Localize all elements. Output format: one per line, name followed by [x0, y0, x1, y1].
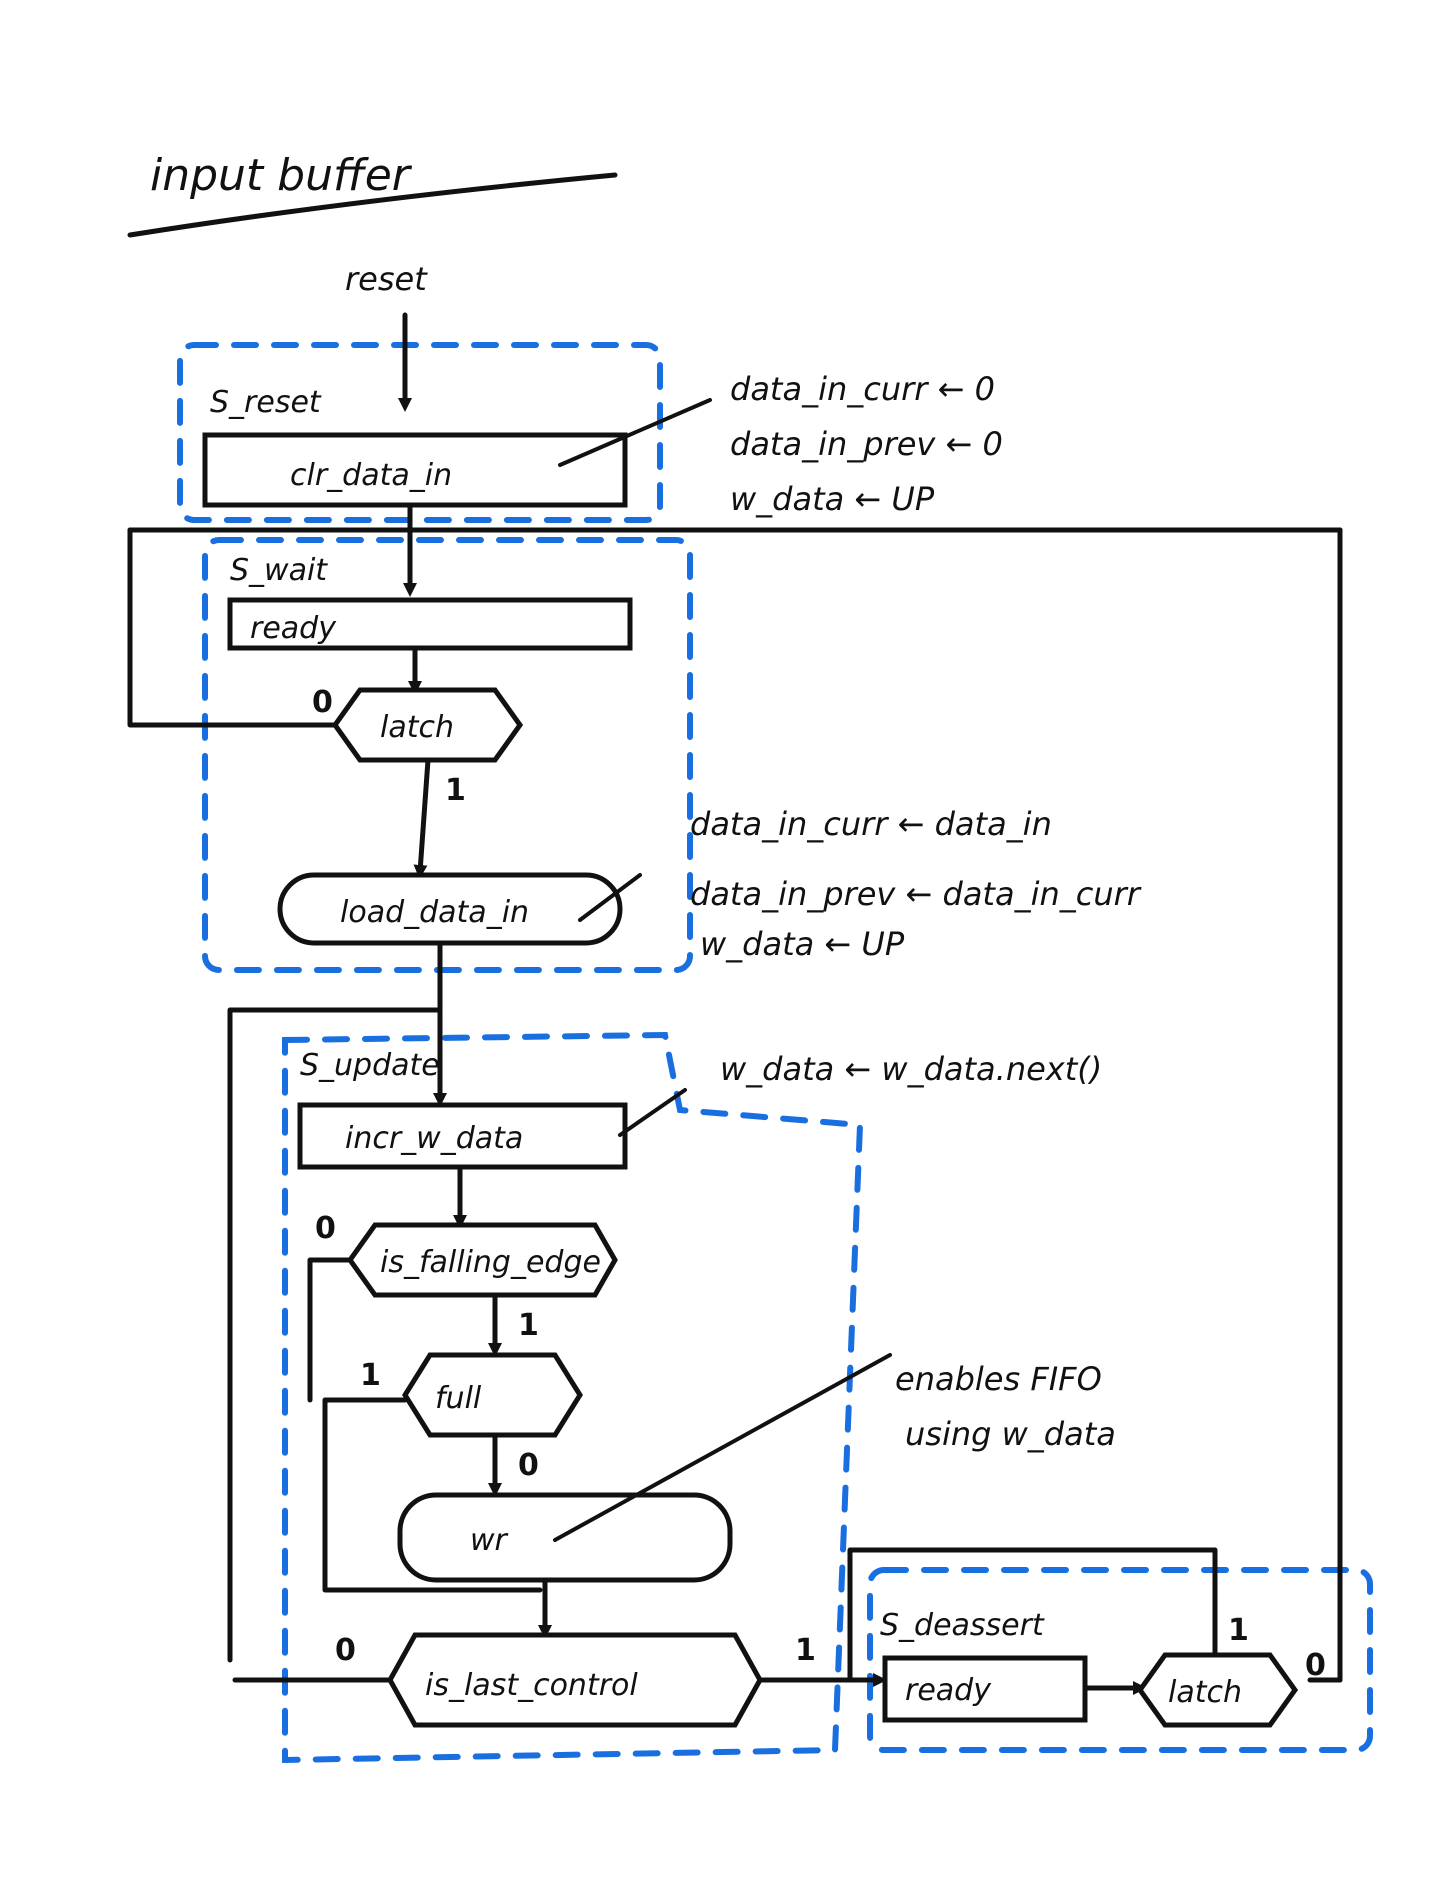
decision-is-last-control-label: is_last_control — [425, 1668, 638, 1703]
decision-latch-1-label: latch — [380, 710, 454, 745]
full-false-bit: 0 — [518, 1448, 539, 1483]
latch2-true-bit: 1 — [1228, 1613, 1249, 1648]
action-clr-data-in — [202, 432, 628, 508]
state-s-deassert: S_deassert — [880, 1608, 1045, 1643]
action-wr-label: wr — [470, 1523, 509, 1558]
falling-false-bit: 0 — [315, 1211, 336, 1246]
update-loop-left — [227, 1007, 443, 1663]
incr-note-leader — [618, 1088, 687, 1137]
reset-note-leader — [558, 398, 712, 467]
falling-true-bit: 1 — [518, 1308, 539, 1343]
latch1-false-path — [127, 527, 338, 728]
load-note-2: data_in_prev ← data_in_curr — [690, 875, 1142, 913]
last-true-bit: 1 — [795, 1633, 816, 1668]
action-ready-2 — [882, 1655, 1088, 1723]
title-underline — [127, 172, 618, 238]
region-s-update — [282, 1031, 864, 1764]
action-ready-1 — [227, 597, 633, 651]
latch1-false-bit: 0 — [312, 685, 333, 720]
action-ready-2-label: ready — [905, 1673, 992, 1708]
action-wr — [397, 1492, 733, 1583]
latch2-false-bit: 0 — [1305, 1648, 1326, 1683]
state-s-update: S_update — [300, 1048, 440, 1083]
decision-full — [402, 1352, 583, 1438]
action-load-data-in — [277, 872, 623, 946]
wr-note-leader — [553, 1353, 892, 1542]
decision-is-falling-edge-label: is_falling_edge — [380, 1245, 601, 1280]
full-true-bit: 1 — [360, 1358, 381, 1393]
action-incr-w-data — [297, 1102, 628, 1170]
last-false-bit: 0 — [335, 1633, 356, 1668]
load-note-1: data_in_curr ← data_in — [690, 805, 1052, 843]
action-clr-data-in-label: clr_data_in — [290, 458, 452, 493]
action-ready-1-label: ready — [250, 611, 337, 646]
reset-label: reset — [345, 260, 428, 298]
reset-note-2: data_in_prev ← 0 — [730, 425, 1003, 463]
diagram-title: input buffer — [150, 150, 413, 201]
decision-latch-2 — [1136, 1652, 1299, 1728]
action-incr-w-data-label: incr_w_data — [345, 1121, 523, 1156]
region-s-wait — [202, 537, 693, 973]
falling-false-path — [307, 1257, 353, 1403]
latch1-true-bit: 1 — [445, 773, 466, 808]
load-note-3: w_data ← UP — [700, 925, 905, 963]
state-s-wait: S_wait — [230, 553, 328, 588]
load-note-leader — [578, 873, 642, 922]
reset-note-1: data_in_curr ← 0 — [730, 370, 995, 408]
decision-latch-2-label: latch — [1168, 1675, 1242, 1710]
state-s-reset: S_reset — [210, 385, 322, 420]
latch1-true-arrow — [413, 757, 431, 879]
wr-note-1: enables FIFO — [895, 1360, 1102, 1398]
latch2-true-path — [847, 1547, 1218, 1683]
incr-note: w_data ← w_data.next() — [720, 1050, 1102, 1088]
action-load-data-in-label: load_data_in — [340, 895, 529, 930]
wr-note-2: using w_data — [905, 1415, 1116, 1453]
region-s-deassert — [867, 1567, 1373, 1753]
reset-note-3: w_data ← UP — [730, 480, 935, 518]
decision-full-label: full — [435, 1381, 482, 1416]
full-true-path — [322, 1397, 543, 1593]
